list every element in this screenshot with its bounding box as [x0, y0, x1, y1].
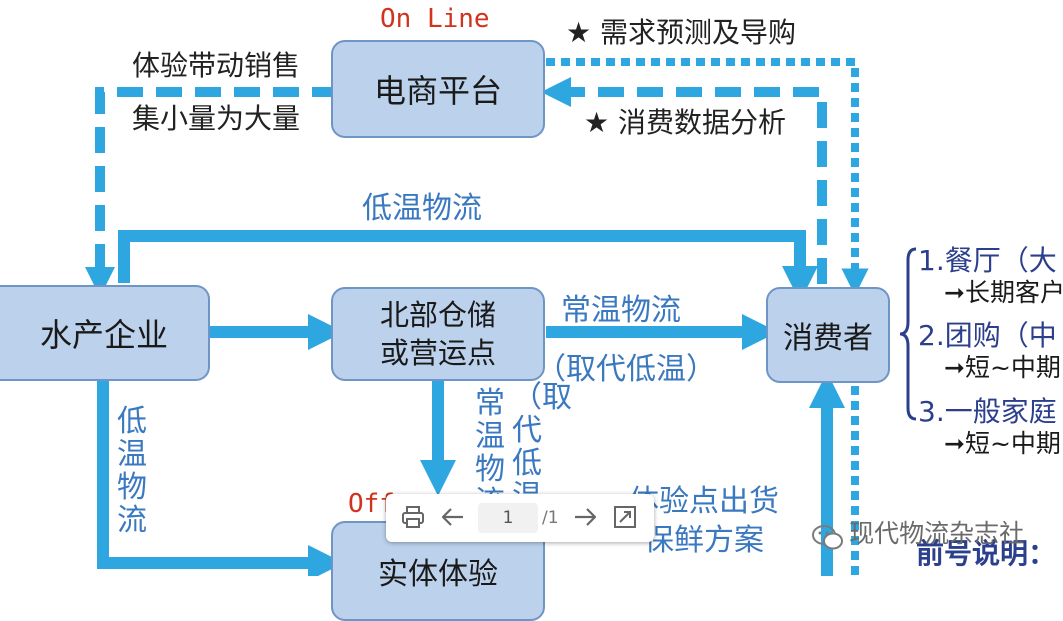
seafood-producer-node: 水产企业	[0, 285, 210, 381]
aggregate-volume-label: 集小量为大量	[132, 102, 301, 135]
online-tag: On Line	[380, 4, 490, 34]
legend-item-restaurant-sub: ➞长期客户	[944, 278, 1063, 307]
store-shipping-label-line2: 保鲜方案	[644, 523, 764, 558]
legend-brace	[899, 247, 917, 421]
page-total: /1	[542, 508, 559, 528]
data-analysis-row: ★ 消费数据分析	[584, 101, 786, 141]
pdf-toolbar: 1 /1	[386, 494, 654, 542]
watermark: 现代物流杂志社	[812, 514, 1024, 552]
dashed-connector-ecommerce-to-producer	[85, 87, 338, 297]
legend-item-group-buy: 2.团购（中	[918, 319, 1057, 352]
arrow-left-icon[interactable]	[440, 504, 466, 530]
replace-low-temp-label: （取代低温）	[536, 352, 716, 387]
ecommerce-platform-label: 电商平台	[373, 72, 502, 110]
demand-forecast-label: 需求预测及导购	[600, 16, 797, 49]
printer-icon[interactable]	[400, 504, 426, 530]
low-temp-connector-vertical	[97, 380, 344, 576]
dashed-connector-consumer-to-ecommerce	[541, 77, 827, 284]
low-temp-logistics-label-vertical: 低温物流	[117, 404, 147, 538]
wechat-icon	[812, 524, 843, 549]
star-icon: ★	[584, 106, 610, 139]
watermark-text: 现代物流杂志社	[849, 519, 1025, 548]
demand-forecast-row: ★ 需求预测及导购	[566, 11, 796, 51]
low-temp-connector-top	[118, 230, 818, 302]
seafood-producer-label: 水产企业	[39, 316, 168, 354]
data-analysis-label: 消费数据分析	[618, 106, 787, 139]
page-number-input[interactable]: 1	[478, 503, 538, 533]
low-temp-logistics-label-top: 低温物流	[362, 191, 482, 226]
warehouse-label-line2: 或营运点	[379, 336, 496, 370]
warehouse-label-line1: 北部仓储	[379, 298, 496, 332]
physical-store-label: 实体体验	[378, 557, 498, 592]
arrow-right-icon[interactable]	[572, 504, 598, 530]
ambient-logistics-label: 常温物流	[561, 293, 681, 328]
star-icon: ★	[566, 16, 592, 49]
ecommerce-platform-node: 电商平台	[331, 40, 545, 138]
legend-item-household-sub: ➞短~中期	[944, 429, 1061, 458]
consumer-node: 消费者	[766, 287, 890, 383]
fit-screen-icon[interactable]	[612, 504, 638, 530]
store-shipping-label-line1: 体验点出货	[629, 484, 779, 519]
dotted-connector-ecommerce-to-consumer	[546, 58, 869, 296]
legend-note: 前号说明：	[916, 537, 1057, 570]
experience-sales-label: 体验带动销售	[132, 49, 301, 82]
legend-item-group-buy-sub: ➞短~中期	[944, 353, 1061, 382]
legend-item-restaurant: 1.餐厅（大	[918, 244, 1057, 277]
replace-low-temp-label-vertical: （取代低温	[512, 380, 572, 513]
legend-item-household: 3.一般家庭	[918, 395, 1057, 428]
warehouse-node: 北部仓储 或营运点	[331, 287, 545, 381]
consumer-label: 消费者	[783, 321, 873, 356]
